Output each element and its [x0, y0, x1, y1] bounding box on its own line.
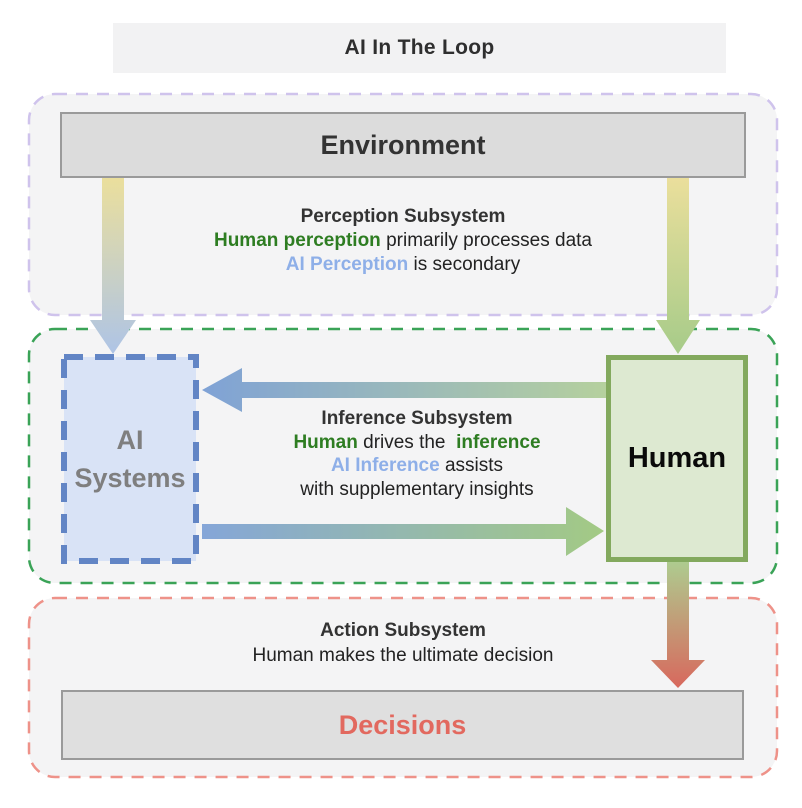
diagram-title: AI In The Loop: [344, 36, 495, 59]
environment-node: Environment: [60, 112, 746, 178]
action-heading: Action Subsystem: [320, 620, 486, 641]
inference-line2-highlight: AI Inference: [330, 455, 440, 476]
perception-line2: AI Perception is secondary: [28, 253, 778, 277]
perception-line2-rest: is secondary: [408, 254, 521, 275]
ai-systems-label-line2: Systems: [74, 463, 186, 493]
environment-label: Environment: [320, 129, 486, 160]
inference-heading: Inference Subsystem: [321, 408, 513, 429]
inference-line1: Human drives the inference: [207, 431, 627, 455]
human-label: Human: [627, 442, 727, 474]
inference-line1-highlight: Human: [293, 431, 358, 453]
inference-line1-highlight2: inference: [456, 431, 541, 453]
diagram-title-bar: AI In The Loop: [113, 23, 726, 73]
inference-line2-rest: assists: [439, 455, 504, 476]
ai-systems-label-line1: AI: [116, 425, 144, 455]
ai-systems-label: AI Systems: [62, 356, 198, 562]
inference-line1-mid: drives the: [357, 431, 457, 453]
arrow-ai-to-human: [202, 507, 604, 556]
decisions-label: Decisions: [338, 709, 467, 740]
perception-line1: Human perception primarily processes dat…: [28, 229, 778, 253]
human-node: Human: [606, 355, 748, 562]
decisions-node: Decisions: [61, 690, 744, 760]
perception-line2-highlight: AI Perception: [285, 254, 409, 275]
action-line1: Human makes the ultimate decision: [252, 645, 554, 666]
action-subsystem-text: Action Subsystem Human makes the ultimat…: [28, 618, 778, 668]
perception-line1-highlight: Human perception: [213, 230, 381, 251]
perception-heading: Perception Subsystem: [300, 206, 506, 227]
perception-subsystem-text: Perception Subsystem Human perception pr…: [28, 205, 778, 277]
inference-line2: AI Inference assists: [207, 454, 627, 478]
arrow-human-to-ai: [202, 368, 606, 412]
perception-line1-rest: primarily processes data: [380, 230, 592, 251]
inference-subsystem-text: Inference Subsystem Human drives the inf…: [207, 407, 627, 501]
inference-line3: with supplementary insights: [300, 478, 534, 500]
